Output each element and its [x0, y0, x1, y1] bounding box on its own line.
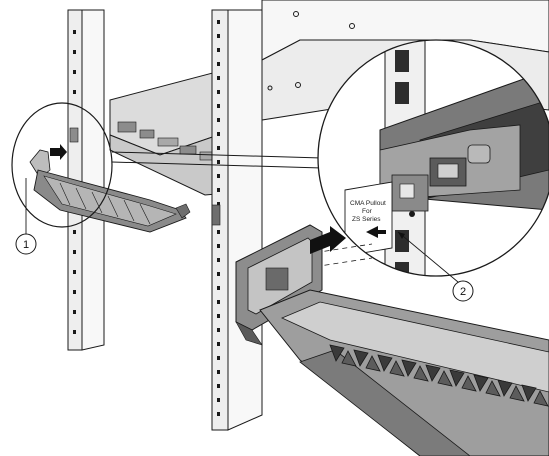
- magnifier-lens-right: CMA Pullout For ZS Series: [317, 39, 549, 277]
- bracket-label-line-3: ZS Series: [352, 216, 381, 223]
- alignment-guides: [279, 243, 373, 273]
- magnifier-lens-left: [11, 102, 113, 228]
- callout-1: 1: [15, 178, 37, 255]
- callout-2: 2: [397, 231, 474, 302]
- zoom-leader-lines: [111, 151, 323, 169]
- middle-rack-rail: [211, 9, 263, 431]
- bracket-label-line-1: CMA Pullout: [350, 200, 386, 207]
- cma-overview: [29, 127, 191, 233]
- callout-1-number: 1: [23, 239, 29, 251]
- callout-2-number: 2: [460, 286, 466, 298]
- bracket-label-line-2: For: [362, 208, 373, 215]
- cma-connector-detail: [235, 224, 549, 456]
